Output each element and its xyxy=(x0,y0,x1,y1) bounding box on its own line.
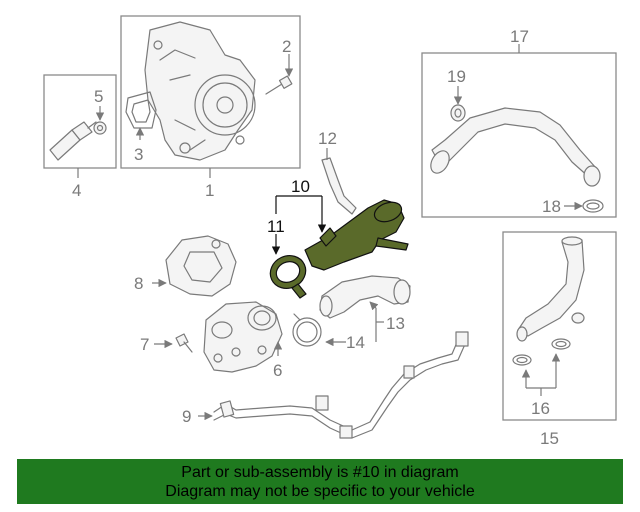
parts-diagram: 2 3 1 5 4 19 18 17 xyxy=(43,15,617,448)
callout-4: 4 xyxy=(72,181,81,200)
cover-8-illustration xyxy=(165,235,237,297)
seal-ring-5-illustration xyxy=(93,121,107,135)
callout-19: 19 xyxy=(447,67,466,86)
water-pump-illustration xyxy=(144,21,256,161)
clamp-14-illustration xyxy=(292,313,322,347)
hose-13-illustration xyxy=(319,275,411,319)
housing-6-illustration xyxy=(203,301,283,373)
callout-8: 8 xyxy=(134,274,143,293)
coolant-pipe-17-illustration xyxy=(430,107,601,187)
callout-5: 5 xyxy=(94,87,103,106)
callout-17: 17 xyxy=(510,27,529,46)
gasket-illustration xyxy=(125,91,157,129)
banner-line-1: Part or sub-assembly is #10 in diagram xyxy=(181,463,459,481)
callout-12: 12 xyxy=(318,129,337,148)
sensor-group-box xyxy=(43,74,117,169)
bolt-2-illustration xyxy=(265,75,293,95)
bolt-7-illustration xyxy=(175,333,193,353)
callout-14: 14 xyxy=(346,333,365,352)
callout-15: 15 xyxy=(540,429,559,448)
callout-1: 1 xyxy=(205,181,214,200)
callout-9: 9 xyxy=(182,407,191,426)
callout-2: 2 xyxy=(282,37,291,56)
coolant-pipe-15-illustration xyxy=(516,236,585,342)
tube-9-illustration xyxy=(213,331,469,439)
callout-18: 18 xyxy=(542,197,561,216)
callout-6: 6 xyxy=(273,361,282,380)
o-ring-18-illustration xyxy=(582,199,604,213)
callout-11: 11 xyxy=(267,217,285,236)
callout-13: 13 xyxy=(386,314,405,333)
coolant-pipe-2-group-box xyxy=(502,231,617,421)
banner-line-2: Diagram may not be specific to your vehi… xyxy=(165,482,475,500)
callout-7: 7 xyxy=(140,335,149,354)
part-info-banner: Part or sub-assembly is #10 in diagram D… xyxy=(17,459,623,504)
o-ring-19-illustration xyxy=(450,104,466,122)
gasket-11-highlight[interactable] xyxy=(265,250,311,299)
thermostat-housing-10-highlight[interactable] xyxy=(304,199,409,271)
seal-16-illustration xyxy=(512,338,571,366)
temperature-sensor-illustration xyxy=(49,121,97,161)
hose-12-illustration xyxy=(321,157,357,215)
callout-10: 10 xyxy=(291,177,310,196)
callout-16: 16 xyxy=(531,399,550,418)
callout-3: 3 xyxy=(134,145,143,164)
